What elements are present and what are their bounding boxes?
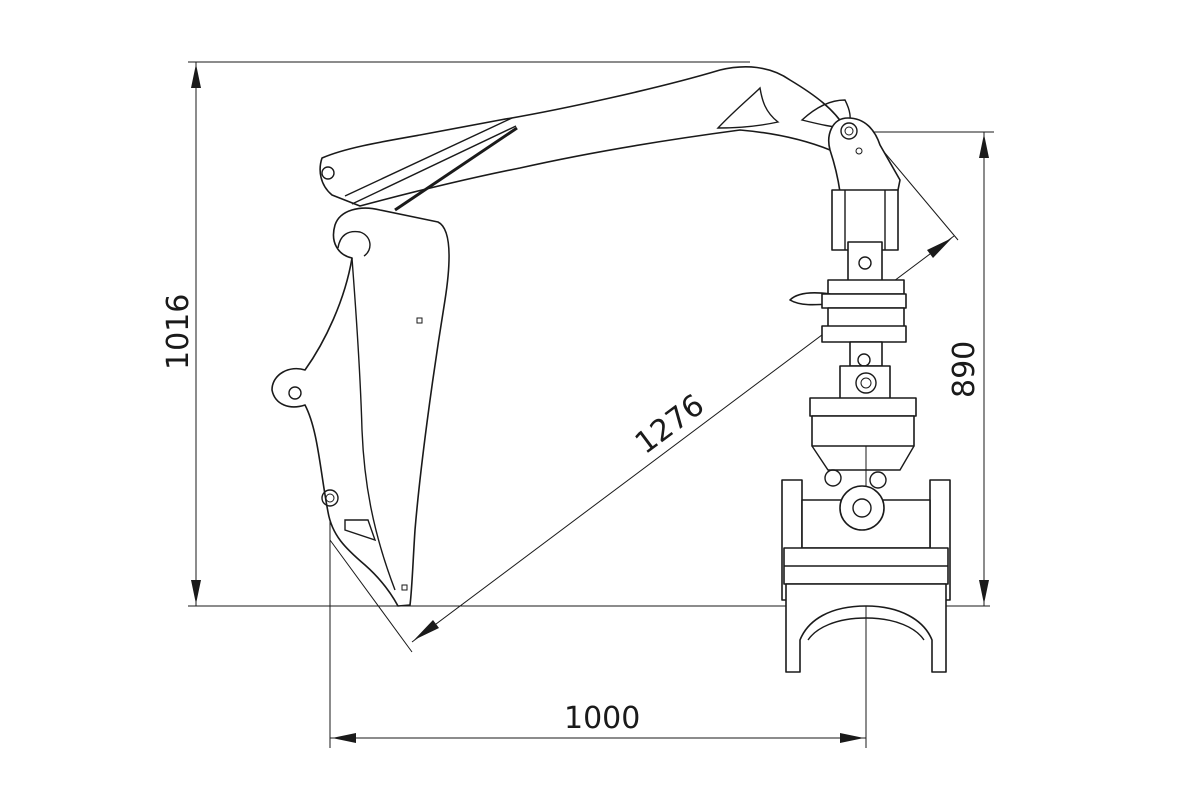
arrow-up (191, 64, 201, 88)
dimension-label-1000: 1000 (564, 701, 640, 736)
boom-pin-hole (321, 166, 335, 180)
grapple-hub (839, 485, 885, 531)
arrow-left (332, 733, 356, 743)
dimension-1016: 1016 (161, 61, 990, 607)
arrow-upper (927, 238, 952, 258)
stick-slot (344, 519, 377, 542)
arrow-right (840, 733, 864, 743)
arrow-down (979, 580, 989, 604)
link-bracket (828, 117, 901, 251)
arrow-down (191, 580, 201, 604)
dimension-label-1276: 1276 (629, 388, 711, 462)
stick-bolt (321, 489, 339, 507)
stick-pin-hole (288, 386, 302, 400)
grapple-jaws (785, 583, 947, 673)
grapple (781, 397, 951, 673)
dimension-890: 890 (870, 131, 994, 606)
stick-arm (271, 207, 450, 607)
dimension-label-1016: 1016 (161, 294, 196, 370)
extension-line-tip (329, 539, 413, 653)
boom-arm (319, 66, 851, 212)
rotator (789, 241, 907, 401)
arrow-up (979, 134, 989, 158)
pivot-pin (840, 122, 858, 140)
arrow-lower (414, 620, 439, 640)
dimension-label-890: 890 (947, 341, 982, 398)
